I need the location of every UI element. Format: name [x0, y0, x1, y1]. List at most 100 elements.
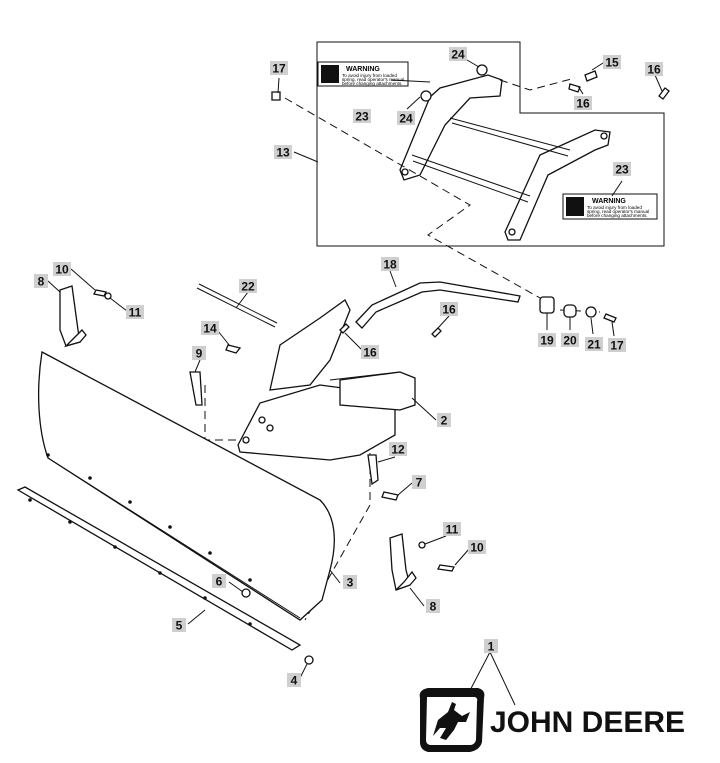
bolt [104, 292, 112, 300]
callout-number: 9 [196, 347, 203, 361]
spring-clip [339, 323, 350, 334]
callout-number: 16 [363, 346, 377, 360]
lock-nut [304, 655, 314, 665]
svg-text:WARNING: WARNING [592, 198, 626, 205]
callout-number: 3 [347, 576, 354, 590]
callout-number: 11 [446, 523, 459, 537]
handle-hardware [539, 296, 617, 323]
plow-blade [37, 350, 335, 621]
callout-10: 10 [53, 262, 71, 277]
callout-number: 17 [610, 339, 624, 353]
callout-11: 11 [443, 522, 461, 537]
callout-24: 24 [397, 111, 415, 126]
callout-number: 5 [176, 619, 183, 633]
callout-number: 6 [216, 575, 223, 589]
callout-number: 17 [272, 62, 286, 76]
cutting-edge [16, 486, 302, 651]
callout-number: 24 [451, 48, 465, 62]
clip [93, 289, 107, 297]
callout-18: 18 [381, 257, 399, 272]
callout-17: 17 [608, 338, 626, 353]
callout-number: 2 [441, 414, 448, 428]
callout-19: 19 [538, 333, 556, 348]
callout-number: 16 [442, 303, 456, 317]
callout-9: 9 [192, 346, 206, 361]
callout-1: 1 [484, 639, 498, 654]
callout-number: 16 [647, 63, 661, 77]
plow-frame [237, 299, 416, 461]
callout-16: 16 [645, 62, 663, 77]
callout-number: 23 [615, 163, 629, 177]
hitch-pin [367, 454, 379, 486]
svg-text:before changing attachments.: before changing attachments. [342, 81, 403, 86]
svg-text:spring, read operator's manual: spring, read operator's manual [342, 77, 404, 82]
inset-frame-outline [316, 41, 665, 247]
callout-number: 16 [576, 97, 590, 111]
callout-number: 13 [276, 146, 290, 160]
callout-8: 8 [426, 599, 440, 614]
callout-7: 7 [412, 475, 426, 490]
callout-12: 12 [389, 442, 407, 457]
brand-name: JOHN DEERE [490, 706, 685, 739]
callout-16: 16 [440, 302, 458, 317]
callout-number: 24 [399, 112, 413, 126]
callout-number: 14 [203, 322, 217, 336]
callout-16: 16 [361, 345, 379, 360]
svg-text:To avoid injury from loaded: To avoid injury from loaded [587, 205, 642, 210]
callout-number: 1 [488, 640, 495, 654]
mounting-frame [399, 64, 670, 241]
callout-11: 11 [126, 305, 144, 320]
callout-number: 15 [605, 56, 619, 70]
callout-number: 22 [241, 280, 255, 294]
lift-handle [355, 281, 521, 329]
callout-number: 10 [55, 263, 69, 277]
warning-decal-title: WARNING [346, 66, 380, 73]
callout-number: 7 [416, 476, 423, 490]
callout-5: 5 [172, 618, 186, 633]
leader-lines [47, 59, 663, 706]
callout-2: 2 [437, 413, 451, 428]
warning-decal-upper: WARNING To avoid injury from loaded spri… [317, 61, 409, 87]
callout-number: 20 [563, 334, 577, 348]
callout-number: 12 [391, 443, 405, 457]
spring-clip [431, 327, 442, 338]
bolt [418, 541, 426, 549]
callout-number: 18 [383, 258, 397, 272]
callout-8: 8 [34, 274, 48, 289]
lynch-pin [381, 491, 399, 501]
svg-text:spring, read operator's manual: spring, read operator's manual [587, 209, 649, 214]
callout-number: 21 [587, 338, 601, 352]
carriage-bolt [241, 588, 251, 598]
callout-10: 10 [468, 540, 486, 555]
callout-16: 16 [574, 96, 592, 111]
svg-text:To avoid injury from loaded: To avoid injury from loaded [342, 73, 397, 78]
callout-number: 4 [291, 674, 298, 688]
warning-decal-lower: WARNING To avoid injury from loaded spri… [562, 193, 658, 220]
callout-number: 8 [38, 275, 45, 289]
callout-23: 23 [353, 109, 371, 124]
callout-24: 24 [449, 47, 467, 62]
callout-15: 15 [603, 55, 621, 70]
callout-4: 4 [287, 673, 301, 688]
clip [271, 91, 281, 101]
callout-number: 10 [470, 541, 484, 555]
callout-number: 8 [430, 600, 437, 614]
callout-number: 19 [540, 334, 554, 348]
callout-21: 21 [585, 337, 603, 352]
callout-3: 3 [343, 575, 357, 590]
svg-text:before changing attachments.: before changing attachments. [587, 213, 648, 218]
skid-shoe-right [389, 533, 417, 591]
hair-pin-clip [225, 344, 242, 354]
callout-number: 23 [355, 110, 369, 124]
callout-number: 11 [129, 306, 142, 320]
john-deere-logo: JOHN DEERE [419, 688, 685, 752]
callout-13: 13 [274, 145, 292, 160]
pin [189, 371, 203, 406]
callout-20: 20 [561, 333, 579, 348]
clip [437, 564, 455, 572]
skid-shoe-left [59, 285, 87, 348]
callout-23: 23 [613, 162, 631, 177]
callout-22: 22 [239, 279, 257, 294]
